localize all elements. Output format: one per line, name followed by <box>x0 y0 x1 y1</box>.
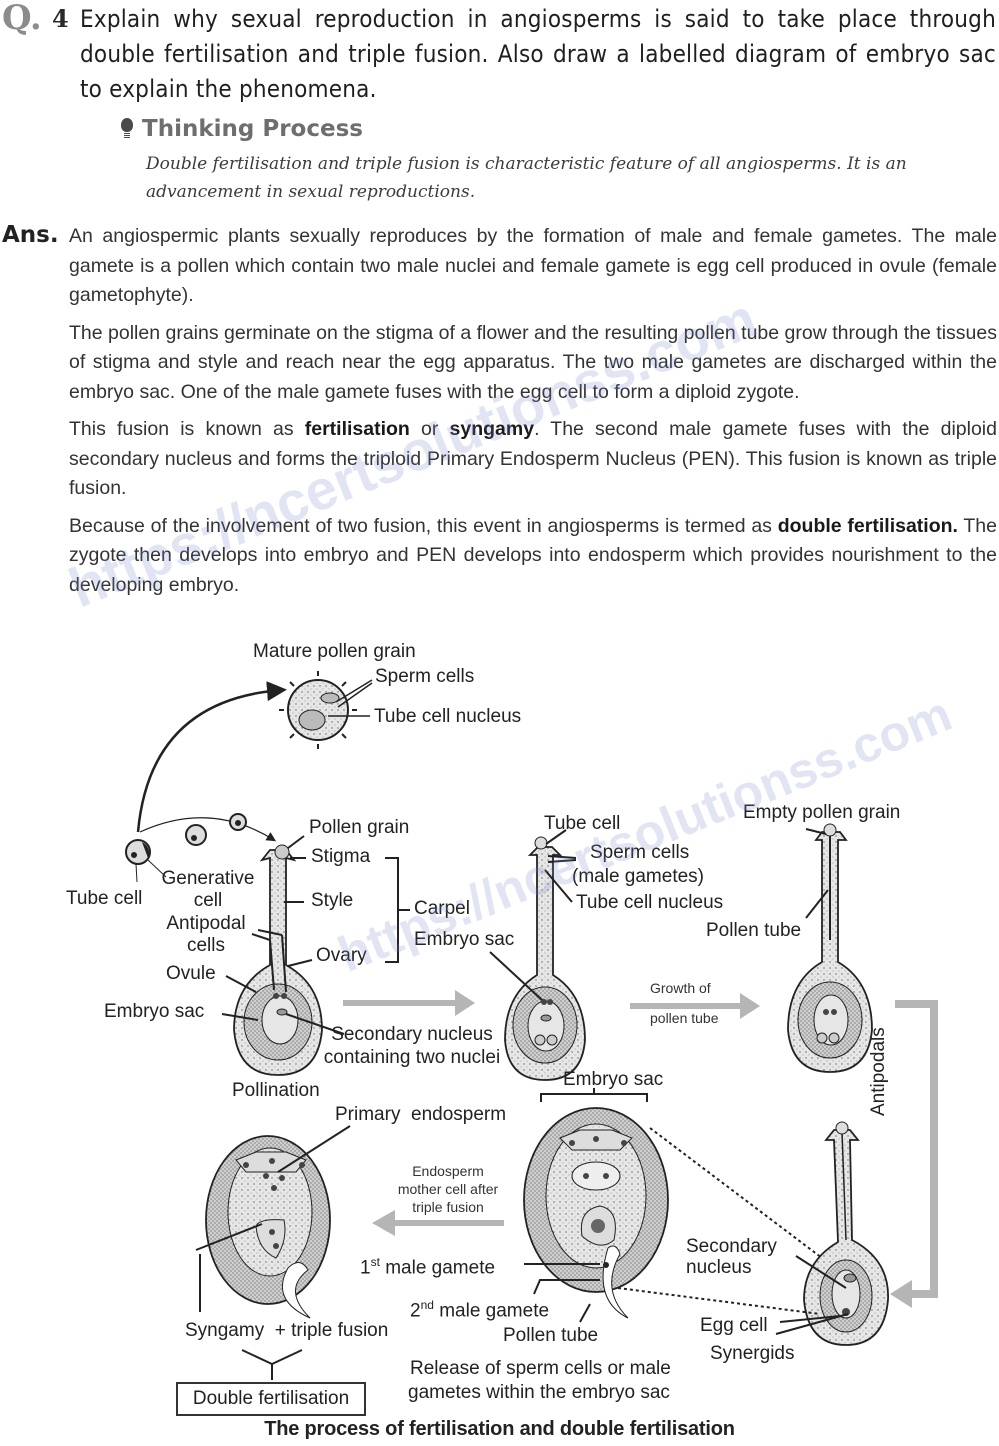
label-antipodal-cells: Antipodal cells <box>166 913 246 956</box>
text-run: or <box>409 418 450 440</box>
label-synergids: Synergids <box>710 1343 795 1364</box>
carpel-pollen-tube-drawing <box>787 831 873 1073</box>
label-generative-cell: Generative cell <box>161 868 255 911</box>
answer-label: Ans. <box>2 222 59 248</box>
label-tube-cell-nucleus-mid: Tube cell nucleus <box>576 892 724 913</box>
label-stigma: Stigma <box>311 846 371 867</box>
fertilisation-diagram <box>125 671 938 1380</box>
label-embryo-sac: Embryo sac <box>104 1001 205 1022</box>
thinking-process-heading: Thinking Process <box>120 116 980 142</box>
ordinal-number: 2 <box>410 1300 421 1322</box>
label-release-2: gametes within the embryo sac <box>408 1382 670 1403</box>
answer-body: An angiospermic plants sexually reproduc… <box>69 222 997 608</box>
label-second-male-gamete: 2nd male gamete <box>410 1294 549 1322</box>
label-pollen-tube-bottom: Pollen tube <box>503 1325 599 1346</box>
label-male-gametes: (male gametes) <box>572 866 704 887</box>
label-tube-cell: Tube cell <box>66 888 143 909</box>
label-endosperm-mother-2: mother cell after <box>397 1181 499 1197</box>
label-sperm-cells-mid: Sperm cells <box>590 842 690 863</box>
label-release-1: Release of sperm cells or male <box>410 1358 671 1379</box>
term-syngamy: syngamy <box>449 418 535 440</box>
label-carpel: Carpel <box>414 898 470 919</box>
ordinal-suffix: st <box>370 1255 380 1269</box>
label-text: male gamete <box>379 1257 496 1279</box>
answer-paragraph: An angiospermic plants sexually reproduc… <box>69 225 997 306</box>
label-text: male gamete <box>433 1300 550 1322</box>
text-run: . The second male gamete fuses with the … <box>69 418 997 499</box>
label-ovary: Ovary <box>316 945 367 966</box>
carpel-growth-drawing <box>504 846 586 1081</box>
figure-caption: The process of fertilisation and double … <box>264 1418 735 1440</box>
ordinal-suffix: nd <box>420 1298 434 1312</box>
embryo-sac-enlarged-drawing <box>523 1088 669 1319</box>
thinking-process-title: Thinking Process <box>142 116 363 142</box>
label-syngamy-triple-fusion: Syngamy + triple fusion <box>185 1320 389 1341</box>
label-pollen-grain: Pollen grain <box>309 817 410 838</box>
answer-paragraph: Because of the involvement of two fusion… <box>69 512 997 601</box>
label-secondary: Secondary <box>686 1236 777 1257</box>
double-fertilisation-box: Double fertilisation <box>176 1382 366 1416</box>
term-double-fertilisation: double fertilisation. <box>777 514 958 537</box>
label-nucleus: nucleus <box>686 1257 752 1278</box>
label-endosperm-mother-1: Endosperm <box>412 1163 484 1179</box>
thinking-process-body: Double fertilisation and triple fusion i… <box>146 154 907 202</box>
ordinal-number: 1 <box>360 1257 371 1279</box>
embryo-sac-after-fusion-drawing <box>205 1135 331 1319</box>
question-mark: Q. <box>2 0 42 38</box>
label-antipodals: Antipodals <box>868 1027 889 1116</box>
carpel-fertilisation-drawing <box>803 1129 889 1346</box>
label-secondary-nucleus-containing: Secondary nucleus containing two nuclei <box>323 1024 501 1068</box>
question-number: 4 <box>52 4 69 33</box>
label-embryo-sac-bottom: Embryo sac <box>563 1069 664 1090</box>
text-run: Because of the involvement of two fusion… <box>69 514 778 537</box>
label-endosperm-mother-3: triple fusion <box>412 1199 484 1215</box>
label-embryo-sac-mid: Embryo sac <box>414 929 515 950</box>
label-style: Style <box>311 890 354 911</box>
label-ovule: Ovule <box>166 963 216 984</box>
label-pollen-tube: Pollen tube <box>706 920 802 941</box>
text-run: This fusion is known as <box>69 418 305 440</box>
label-mature-pollen-grain: Mature pollen grain <box>253 641 416 662</box>
label-growth-of: Growth of <box>650 980 711 996</box>
label-empty-pollen-grain: Empty pollen grain <box>743 802 901 823</box>
label-sperm-cells: Sperm cells <box>375 666 475 687</box>
label-tube-cell-mid: Tube cell <box>544 813 621 834</box>
answer-paragraph: The pollen grains germinate on the stigm… <box>69 321 997 403</box>
term-fertilisation: fertilisation <box>304 418 410 440</box>
label-pollination: Pollination <box>232 1080 320 1101</box>
label-tube-cell-nucleus: Tube cell nucleus <box>374 706 522 727</box>
lightbulb-icon <box>120 118 134 140</box>
label-primary-endosperm: Primary endosperm <box>335 1104 507 1125</box>
label-first-male-gamete: 1st male gamete <box>360 1251 495 1279</box>
text-run: The zygote then develops into embryo and… <box>69 514 997 596</box>
label-egg-cell: Egg cell <box>700 1315 768 1336</box>
label-pollen-tube-growth: pollen tube <box>650 1010 719 1026</box>
question-text: Explain why sexual reproduction in angio… <box>80 5 996 103</box>
mature-pollen-grain-drawing <box>279 671 373 749</box>
thinking-process: Thinking Process Double fertilisation an… <box>120 116 980 206</box>
answer-paragraph: This fusion is known as fertilisation or… <box>69 415 997 504</box>
